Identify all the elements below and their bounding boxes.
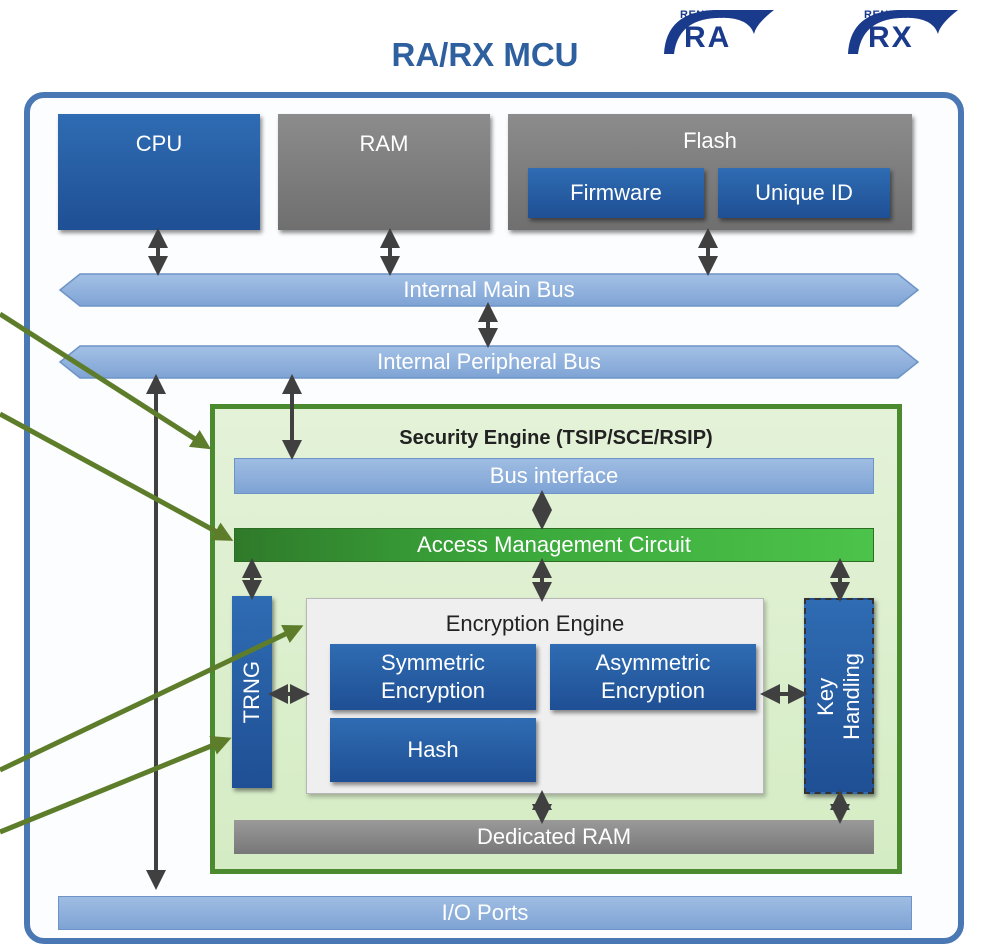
access-management-bar: Access Management Circuit: [234, 528, 874, 562]
symmetric-line2: Encryption: [381, 678, 485, 703]
io-ports-label: I/O Ports: [441, 900, 529, 925]
firmware-block: Firmware: [528, 168, 704, 218]
renesas-ra-logo: RENESAS RA: [656, 4, 776, 60]
annotation-arrow-access: [0, 411, 234, 541]
access-management-label: Access Management Circuit: [417, 532, 691, 557]
cpu-block: CPU: [58, 114, 260, 230]
asymmetric-line1: Asymmetric: [595, 650, 711, 675]
trng-block: TRNG: [232, 596, 272, 788]
io-ports-bar: I/O Ports: [58, 896, 912, 930]
internal-peripheral-bus-shape: [58, 345, 920, 379]
asymmetric-encryption-block: Asymmetric Encryption: [550, 644, 756, 710]
internal-main-bus-shape: [58, 273, 920, 307]
renesas-rx-logo: RENESAS RX: [840, 4, 960, 60]
dedicated-ram-bar: Dedicated RAM: [234, 820, 874, 854]
bus-interface-label: Bus interface: [489, 463, 619, 488]
annotation-arrow-ee: [0, 624, 304, 773]
flash-block: Flash Firmware Unique ID: [508, 114, 912, 230]
asymmetric-line2: Encryption: [601, 678, 705, 703]
internal-main-bus-label: Internal Main Bus: [403, 277, 575, 302]
ram-block: RAM: [278, 114, 490, 230]
dedicated-ram-label: Dedicated RAM: [476, 824, 632, 849]
security-engine-title: Security Engine (TSIP/SCE/RSIP): [399, 427, 713, 449]
encryption-engine-label: Encryption Engine: [445, 611, 625, 636]
bus-interface-bar: Bus interface: [234, 458, 874, 494]
ram-label: RAM: [359, 131, 409, 156]
cpu-label: CPU: [135, 131, 183, 156]
flash-label: Flash: [683, 128, 737, 153]
annotation-arrow-se: [0, 311, 212, 450]
diagram-title: RA/RX MCU: [391, 36, 579, 73]
annotation-arrow-trng: [0, 736, 232, 835]
symmetric-line1: Symmetric: [381, 650, 485, 675]
hash-block: Hash: [330, 718, 536, 782]
internal-peripheral-bus-label: Internal Peripheral Bus: [377, 349, 601, 374]
unique-id-block: Unique ID: [718, 168, 890, 218]
symmetric-encryption-block: Symmetric Encryption: [330, 644, 536, 710]
